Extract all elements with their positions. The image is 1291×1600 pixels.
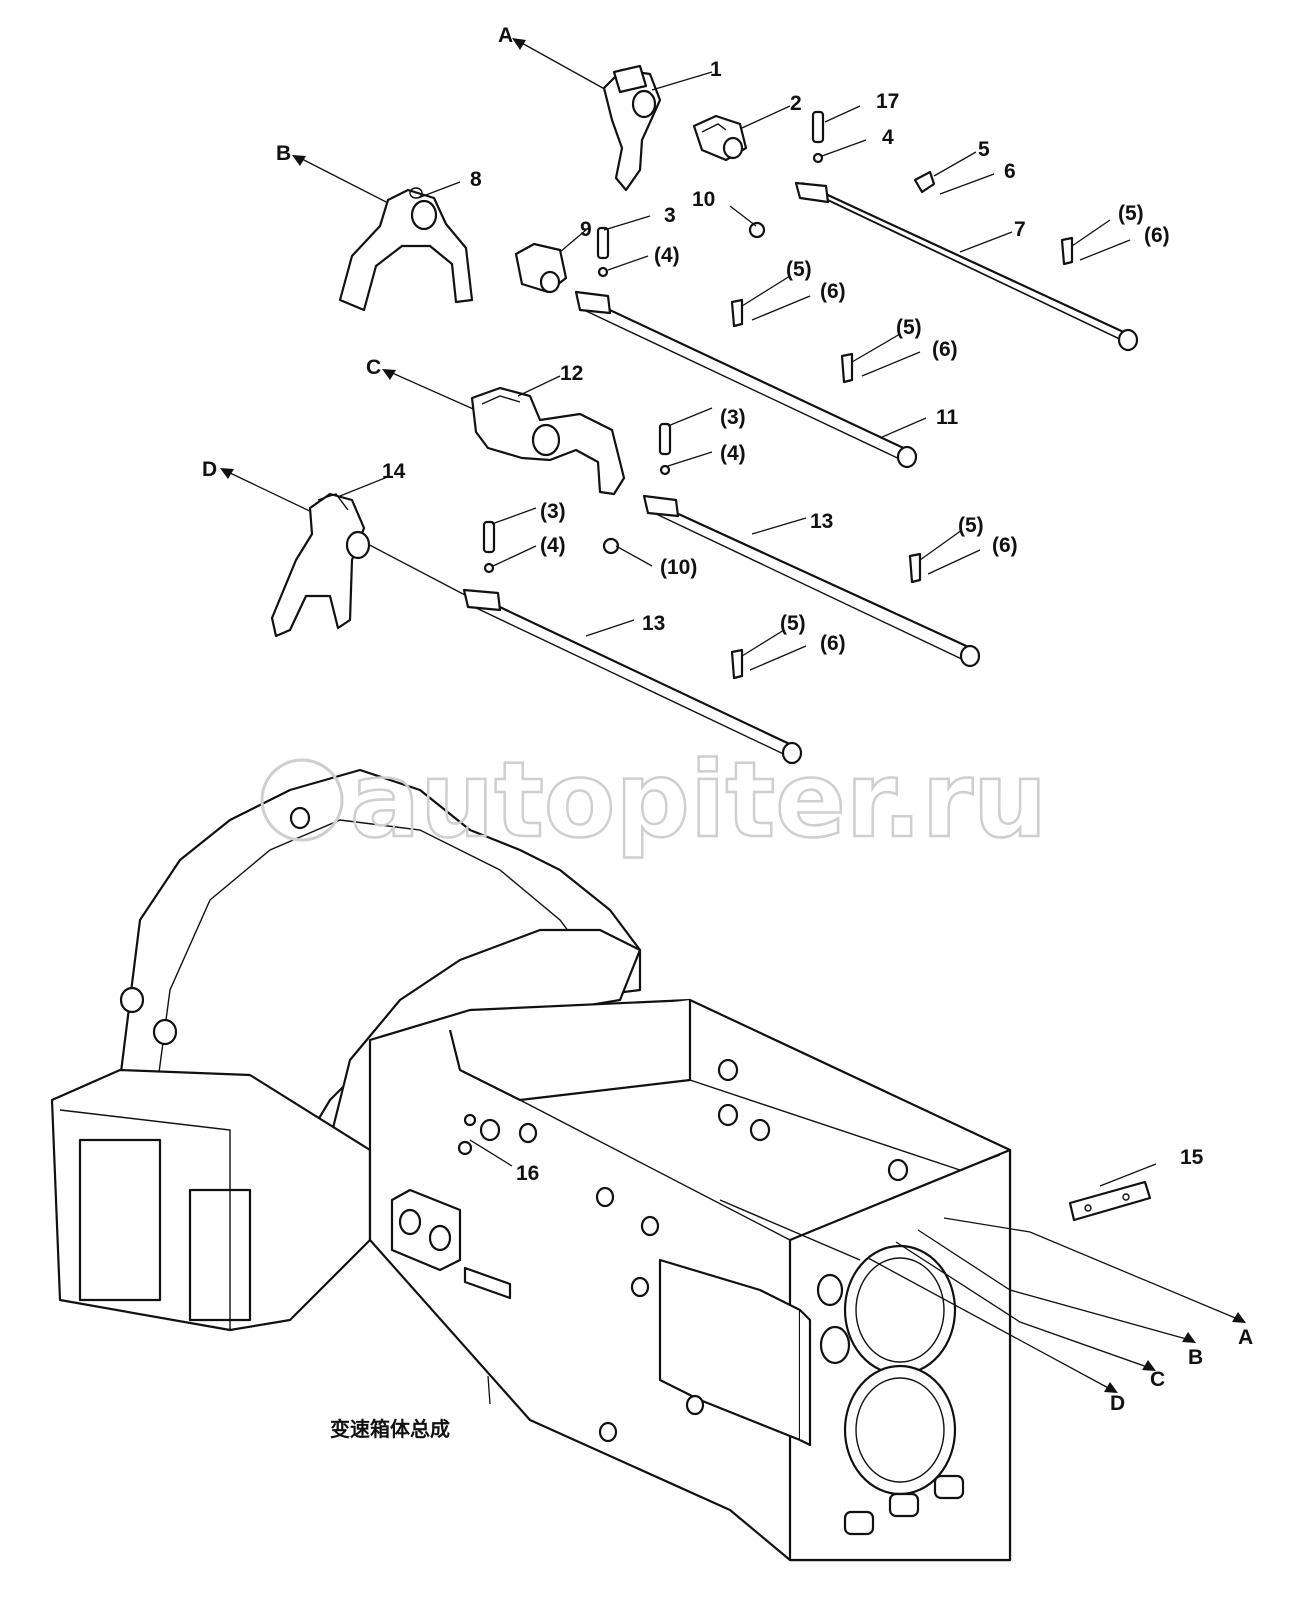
letter-c-bottom: C: [1150, 1368, 1165, 1391]
letter-d-top: D: [202, 458, 217, 481]
callout: 15: [1180, 1146, 1204, 1169]
shift-block-9: [514, 242, 568, 294]
arrow-heads: [220, 38, 526, 479]
callout: 6: [1004, 160, 1016, 183]
callout: 1: [710, 58, 722, 81]
callout: 11: [936, 406, 959, 429]
callout: 13: [810, 510, 833, 533]
callout: 3: [664, 204, 676, 227]
letter-a-bottom: A: [1238, 1326, 1253, 1349]
springs: [482, 110, 825, 574]
callout: 13: [642, 612, 665, 635]
axis-lines: [227, 41, 611, 596]
callout: (6): [820, 632, 846, 655]
callout: (6): [992, 534, 1018, 557]
callout: (5): [780, 612, 806, 635]
shift-fork-8: [338, 187, 474, 312]
callout: 17: [876, 90, 899, 113]
shift-block-2: [692, 114, 748, 162]
callout: 8: [470, 168, 482, 191]
callout: 7: [1014, 218, 1026, 241]
watermark-text: autopiter.ru: [350, 739, 1047, 861]
shift-fork-1: [602, 64, 662, 192]
callout: (10): [660, 556, 697, 579]
callout: 5: [978, 138, 990, 161]
callout: (5): [1118, 202, 1144, 225]
housing-caption: 变速箱体总成: [330, 1417, 450, 1441]
callout: 2: [790, 92, 802, 115]
callout: (6): [1144, 224, 1170, 247]
callout: 10: [692, 188, 715, 211]
callout: (4): [654, 244, 680, 267]
letter-b-bottom: B: [1188, 1346, 1203, 1369]
letter-a-top: A: [498, 24, 513, 47]
interlock-pins: [602, 221, 766, 555]
callout: (6): [820, 280, 846, 303]
callout: (5): [958, 514, 984, 537]
gearbox-housing: [50, 768, 1012, 1562]
shift-fork-14: [270, 492, 371, 638]
watermark: autopiter.ru: [260, 738, 1048, 862]
callout: (3): [720, 406, 746, 429]
callout: 9: [580, 218, 592, 241]
callout: (5): [786, 258, 812, 281]
callout: (6): [932, 338, 958, 361]
callout: (3): [540, 500, 566, 523]
routing-arrows: [1104, 1312, 1246, 1393]
watermark-logo-icon: [260, 758, 344, 842]
letter-b-top: B: [276, 142, 291, 165]
callout: 4: [882, 126, 894, 149]
callout: (4): [540, 534, 566, 557]
callout: 16: [516, 1162, 539, 1185]
letter-c-top: C: [366, 356, 381, 379]
shift-rail-7: [794, 181, 1139, 352]
callout: (5): [896, 316, 922, 339]
plate-15: [1068, 1180, 1152, 1222]
shift-rail-13-upper: [642, 494, 981, 668]
shift-rail-13-lower: [462, 588, 803, 765]
lock-screws: [730, 170, 1074, 680]
reference-letters: A B C D A B C D: [202, 24, 1253, 1415]
callout: 12: [560, 362, 583, 385]
leader-lines: [339, 71, 1157, 1405]
callout: 14: [382, 460, 406, 483]
callout-labels: 1 2 17 4 5 6 7 (5) (6) 8 10 9 3 (4) (5) …: [382, 58, 1204, 1185]
letter-d-bottom: D: [1110, 1392, 1125, 1415]
routing-lines: [867, 1217, 1241, 1391]
callout: (4): [720, 442, 746, 465]
shift-fork-12: [470, 386, 626, 496]
shift-rail-11: [574, 290, 918, 469]
